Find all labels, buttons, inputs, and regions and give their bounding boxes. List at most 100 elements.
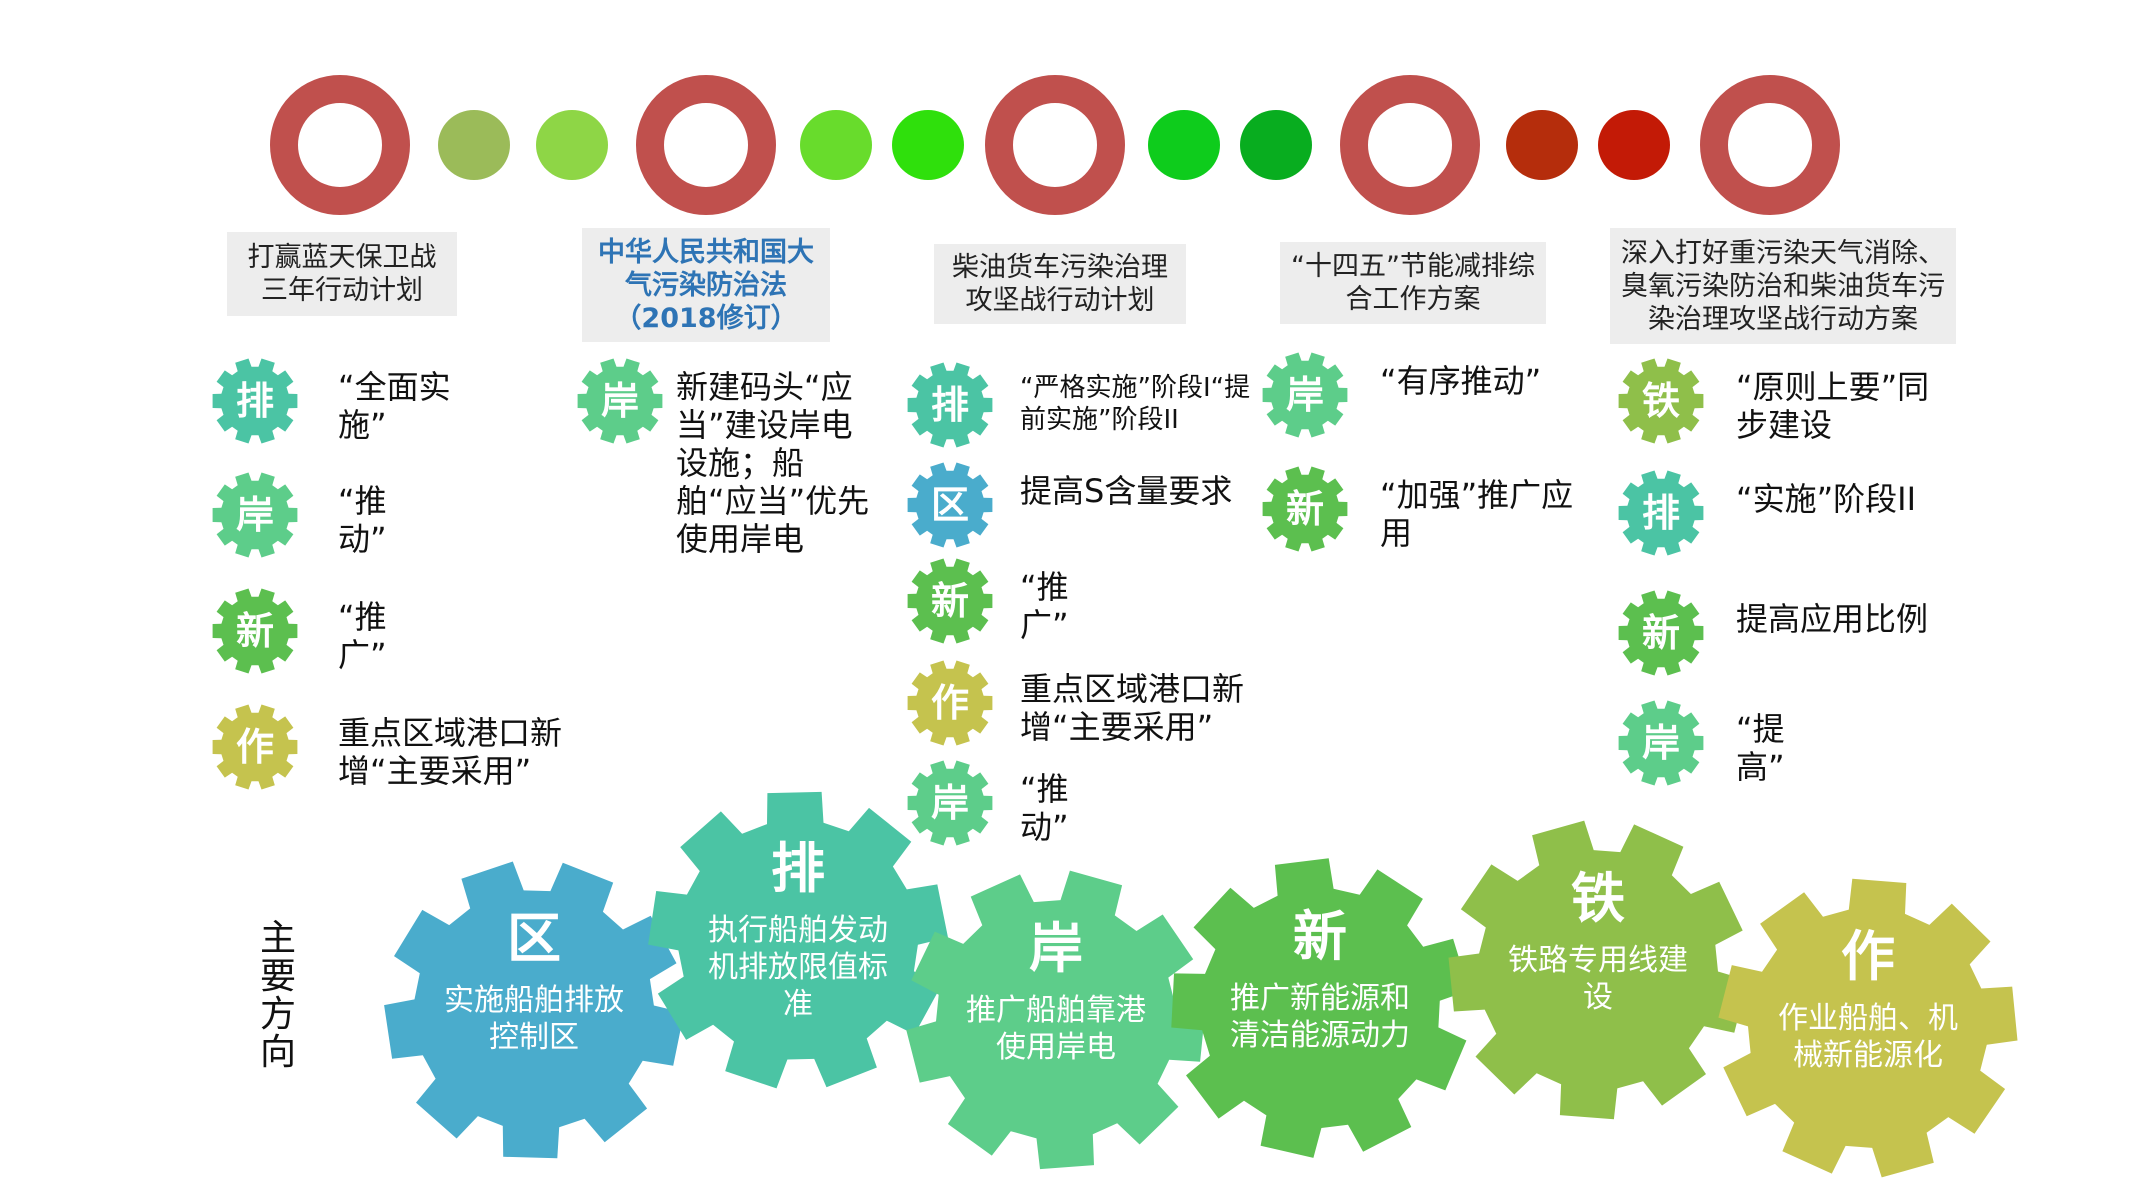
small-gear-icon-shape [1618, 700, 1704, 786]
small-gear-icon-shape [1618, 358, 1704, 444]
small-gear-icon [212, 704, 298, 790]
item-text-4-2: “加强”推广应用 [1380, 476, 1574, 552]
timeline-ring-2 [636, 75, 776, 215]
direction-gear-1: 区实施船舶排放控制区 [384, 860, 684, 1160]
timeline-dot-4 [892, 110, 964, 180]
small-gear-2-1: 岸 [577, 358, 663, 444]
small-gear-3-4: 作 [907, 660, 993, 746]
small-gear-icon-shape [907, 660, 993, 746]
timeline-dot-1 [438, 110, 510, 180]
small-gear-icon [212, 358, 298, 444]
direction-gear-icon [1448, 820, 1748, 1120]
law-text-2: 中华人民共和国大气污染防治法（2018修订） [598, 236, 814, 334]
law-text-5: 深入打好重污染天气消除、臭氧污染防治和柴油货车污染治理攻坚战行动方案 [1621, 237, 1945, 335]
timeline-dot-7 [1506, 110, 1578, 180]
item-text-3-1: “严格实施”阶段I“提前实施”阶段II [1020, 373, 1251, 435]
direction-gear-text: 作业船舶、机械新能源化 [1778, 1001, 1958, 1073]
small-gear-icon-shape [907, 760, 993, 846]
small-gear-1-4: 作 [212, 704, 298, 790]
small-gear-icon [1618, 470, 1704, 556]
small-gear-char: 新 [1641, 611, 1680, 655]
small-gear-1-1: 排 [212, 358, 298, 444]
small-gear-icon-shape [212, 472, 298, 558]
direction-gear-5: 铁铁路专用线建设 [1448, 820, 1748, 1120]
direction-gear-4: 新推广新能源和清洁能源动力 [1170, 858, 1470, 1158]
direction-gear-char: 区 [507, 907, 561, 970]
small-gear-5-4: 岸 [1618, 700, 1704, 786]
direction-gear-icon-shape [384, 861, 684, 1159]
small-gear-char: 岸 [600, 379, 639, 423]
item-text-3-5: “推动” [1020, 770, 1069, 846]
direction-gear-text: 执行船舶发动机排放限值标准 [708, 913, 888, 1022]
small-gear-icon-shape [1262, 352, 1348, 438]
small-gear-char: 区 [930, 483, 969, 527]
small-gear-char: 岸 [1285, 373, 1324, 417]
small-gear-3-2: 区 [907, 462, 993, 548]
direction-gear-6: 作作业船舶、机械新能源化 [1718, 878, 2018, 1178]
small-gear-char: 作 [930, 681, 969, 725]
direction-gear-char: 新 [1293, 905, 1347, 968]
direction-gear-icon-shape [648, 791, 948, 1089]
small-gear-char: 铁 [1641, 379, 1680, 423]
item-text-1-1: “全面实施” [338, 368, 451, 444]
small-gear-1-2: 岸 [212, 472, 298, 558]
direction-gear-icon [906, 870, 1206, 1170]
direction-gear-icon [648, 791, 948, 1089]
direction-gear-icon [384, 861, 684, 1159]
timeline-ring-3 [985, 75, 1125, 215]
small-gear-char: 岸 [235, 493, 274, 537]
item-text-3-3: “推广” [1020, 568, 1069, 644]
law-text-4: “十四五”节能减排综合工作方案 [1291, 251, 1535, 315]
small-gear-icon [212, 472, 298, 558]
small-gear-icon-shape [1618, 470, 1704, 556]
small-gear-char: 新 [1285, 487, 1324, 531]
small-gear-icon-shape [907, 462, 993, 548]
small-gear-char: 排 [235, 379, 274, 423]
small-gear-char: 排 [1641, 491, 1680, 535]
law-box-2: 中华人民共和国大气污染防治法（2018修订） [582, 228, 830, 342]
small-gear-char: 新 [235, 609, 274, 653]
small-gear-icon [907, 760, 993, 846]
direction-gear-icon-shape [1718, 878, 2018, 1178]
small-gear-icon [1618, 358, 1704, 444]
small-gear-icon [1262, 466, 1348, 552]
small-gear-icon [1618, 590, 1704, 676]
direction-gear-char: 岸 [1029, 917, 1083, 980]
item-text-5-4: “提高” [1736, 710, 1785, 786]
direction-gear-char: 排 [771, 837, 825, 900]
small-gear-icon [907, 660, 993, 746]
timeline-dot-8 [1598, 110, 1670, 180]
item-text-5-3: 提高应用比例 [1736, 600, 1929, 638]
timeline-ring-4 [1340, 75, 1480, 215]
main-direction-label: 主要方向 [259, 918, 296, 1073]
small-gear-char: 新 [930, 579, 969, 623]
item-text-1-2: “推动” [338, 482, 387, 558]
item-text-3-4: 重点区域港口新增“主要采用” [1020, 670, 1245, 746]
direction-gear-2: 排执行船舶发动机排放限值标准 [648, 790, 948, 1090]
small-gear-4-2: 新 [1262, 466, 1348, 552]
direction-gear-icon-shape [1448, 820, 1748, 1120]
direction-gear-icon-shape [1171, 858, 1469, 1158]
small-gear-icon [577, 358, 663, 444]
small-gear-icon-shape [577, 358, 663, 444]
small-gear-5-2: 排 [1618, 470, 1704, 556]
small-gear-icon-shape [212, 588, 298, 674]
timeline-dot-3 [800, 110, 872, 180]
direction-gear-text: 铁路专用线建设 [1508, 943, 1688, 1015]
small-gear-icon-shape [212, 358, 298, 444]
small-gear-char: 岸 [1641, 721, 1680, 765]
item-text-4-1: “有序推动” [1380, 362, 1542, 400]
small-gear-5-1: 铁 [1618, 358, 1704, 444]
direction-gear-icon [1171, 858, 1469, 1158]
small-gear-icon [907, 362, 993, 448]
small-gear-3-3: 新 [907, 558, 993, 644]
small-gear-icon-shape [907, 362, 993, 448]
small-gear-icon [907, 558, 993, 644]
direction-gear-icon-shape [906, 870, 1206, 1170]
direction-gear-3: 岸推广船舶靠港使用岸电 [906, 870, 1206, 1170]
item-text-1-4: 重点区域港口新增“主要采用” [338, 714, 563, 790]
timeline-ring-1 [270, 75, 410, 215]
law-box-4: “十四五”节能减排综合工作方案 [1280, 242, 1546, 324]
item-text-5-1: “原则上要”同步建设 [1736, 368, 1930, 444]
direction-gear-text: 推广船舶靠港使用岸电 [966, 993, 1146, 1065]
